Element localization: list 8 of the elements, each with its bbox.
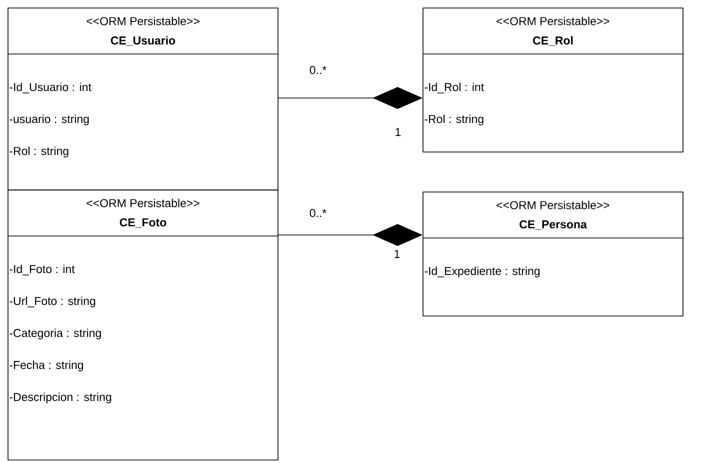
multiplicity-label: 1 (396, 128, 401, 136)
class-box: <<ORM Persistable>> CE_Rol -Id_Rol : int -Rol : string (422, 8, 684, 152)
class-box: <<ORM Persistable>> CE_Persona -Id_Expediente : string (422, 192, 684, 316)
class-box: <<ORM Persistable>> CE_Usuario -Id_Usuario : int -usuario : string -Rol : string (8, 8, 278, 190)
multiplicity-label: 0..* (310, 66, 326, 74)
multiplicity-label: 1 (394, 250, 400, 258)
multiplicity-label: 0..* (310, 208, 326, 218)
class-box: <<ORM Persistable>> CE_Foto -Id_Foto : int -Url_Foto : string -Categoria : string -Fecha : string -Descripcion : string (8, 190, 278, 460)
